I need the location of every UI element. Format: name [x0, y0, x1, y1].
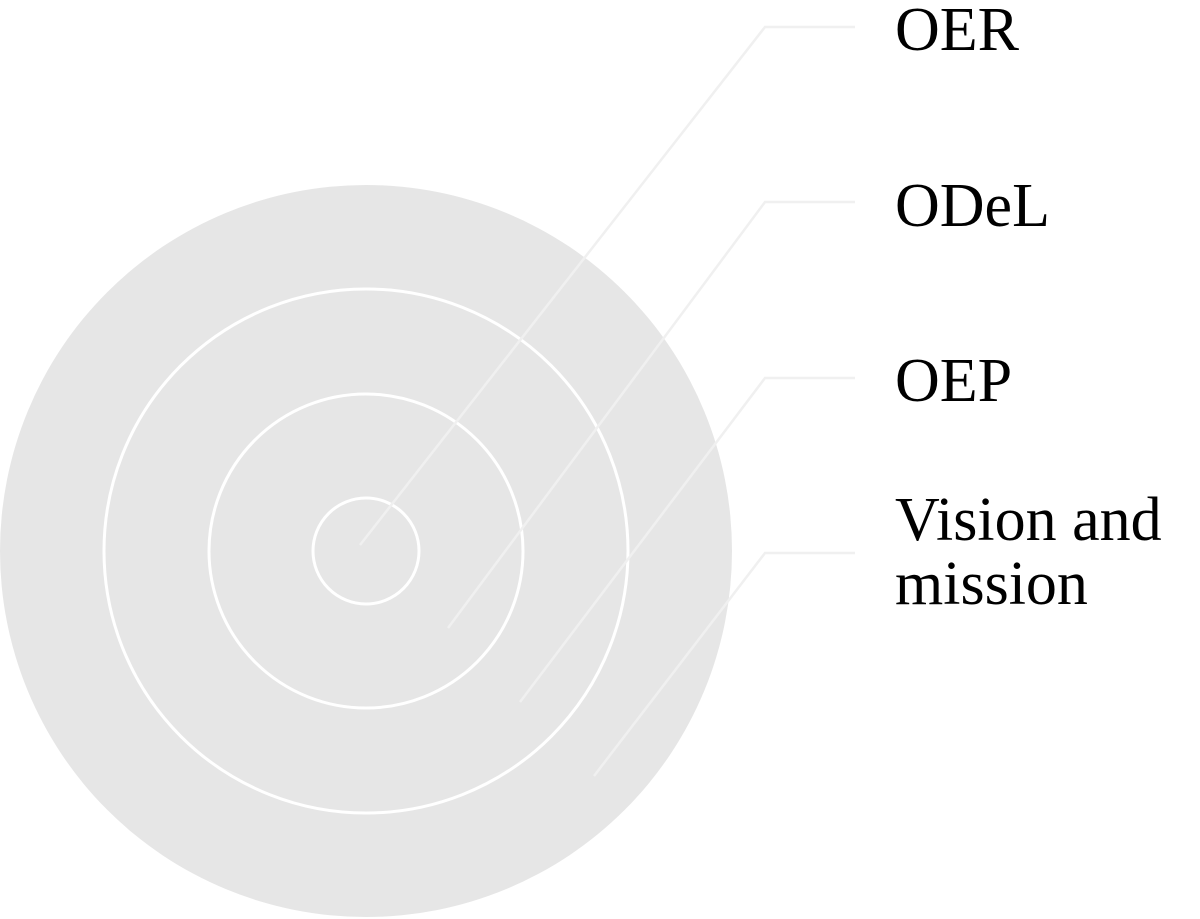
outer-disc [0, 185, 732, 917]
leader-line-oep [519, 376, 855, 703]
leader-line-odel [446, 200, 855, 629]
ring-oep [102, 287, 630, 815]
ring-oer [311, 496, 421, 606]
label-oep: OEP [895, 347, 1013, 415]
label-vision-line2: mission [895, 550, 1088, 618]
leader-line-oer [359, 25, 855, 546]
label-vision-line1: Vision and [895, 486, 1162, 554]
label-odel: ODeL [895, 172, 1050, 240]
leader-line-vision [593, 551, 855, 777]
ring-odel [207, 392, 525, 710]
label-vision-and-mission: Vision and mission [895, 488, 1162, 616]
label-oer: OER [895, 0, 1019, 64]
